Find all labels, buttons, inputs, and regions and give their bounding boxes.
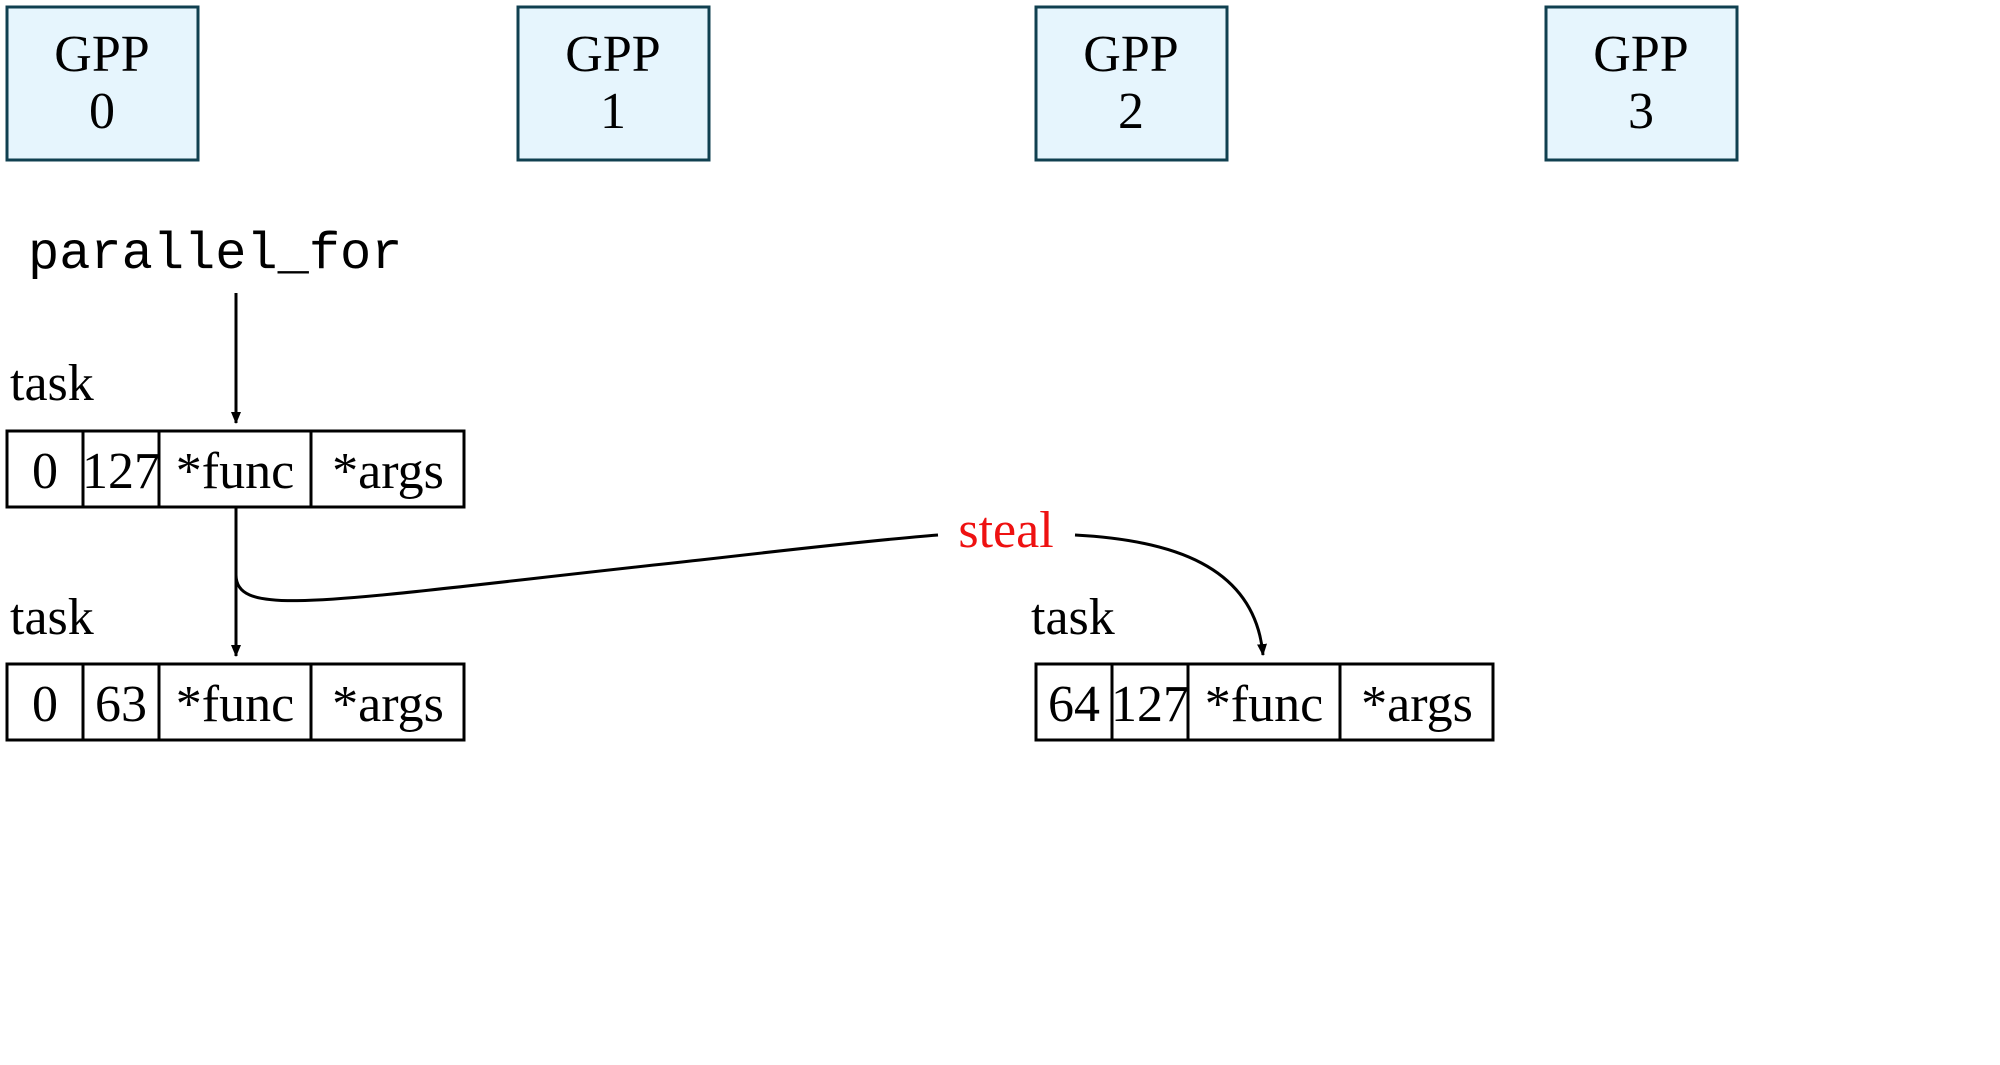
gpp-box-2-name: GPP (1083, 26, 1178, 83)
task-2-frame (1034, 662, 1495, 742)
task-1-end: 63 (95, 676, 147, 733)
steal-curve-right (1074, 533, 1267, 656)
task-2-start: 64 (1048, 676, 1100, 733)
task-2-label: task (1031, 589, 1115, 646)
gpp-box-3-index: 3 (1628, 83, 1654, 140)
gpp-box-0-name: GPP (54, 26, 149, 83)
gpp-box-2-rect (1034, 5, 1229, 162)
task-0-label: task (10, 355, 94, 412)
gpp-box-0-rect (5, 5, 200, 162)
task-2-end: 127 (1111, 676, 1189, 733)
task-1-args: *args (332, 676, 444, 733)
gpp-box-1-name: GPP (565, 26, 660, 83)
gpp-box-3-rect (1544, 5, 1739, 162)
task-0-record: 0 127 *func *args (5, 429, 466, 509)
steal-label: steal (958, 502, 1053, 559)
task-1-start: 0 (32, 676, 58, 733)
gpp-box-3-name: GPP (1593, 26, 1688, 83)
gpp-box-1-index: 1 (600, 83, 626, 140)
parallel-for-label: parallel_for (28, 225, 402, 284)
task-0-func: *func (176, 443, 294, 500)
gpp-box-1-rect (516, 5, 711, 162)
task-1-func: *func (176, 676, 294, 733)
task-0-args: *args (332, 443, 444, 500)
task-0-start: 0 (32, 443, 58, 500)
gpp-box-2-index: 2 (1118, 83, 1144, 140)
gpp-box-0-index: 0 (89, 83, 115, 140)
gpp-box-3: GPP 3 (1544, 5, 1739, 162)
task-2-record: 64 127 *func *args (1034, 662, 1495, 742)
gpp-box-1: GPP 1 (516, 5, 711, 162)
task-1-label: task (10, 589, 94, 646)
task-2-func: *func (1205, 676, 1323, 733)
steal-curve-left (234, 533, 939, 603)
gpp-box-2: GPP 2 (1034, 5, 1229, 162)
task-2-args: *args (1361, 676, 1473, 733)
gpp-box-0: GPP 0 (5, 5, 200, 162)
task-0-end: 127 (82, 443, 160, 500)
task-1-record: 0 63 *func *args (5, 662, 466, 742)
task-1-frame (5, 662, 466, 742)
